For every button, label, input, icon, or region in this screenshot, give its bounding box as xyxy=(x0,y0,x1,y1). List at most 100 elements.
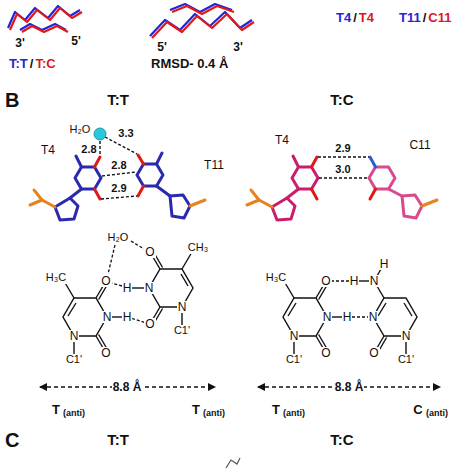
residue-key: T4 xyxy=(335,11,352,25)
separator: / xyxy=(422,11,428,25)
stick-model xyxy=(370,189,376,199)
distance-value: 3.3 xyxy=(117,128,134,140)
stick-model xyxy=(157,186,171,196)
residue-key: T11 xyxy=(398,11,422,25)
atom-label: O xyxy=(144,318,155,331)
partial-structure xyxy=(226,458,240,468)
distance-label: 8.8 Å xyxy=(334,381,365,394)
atom-label: N xyxy=(401,330,412,343)
hydrogen-bond xyxy=(131,241,144,249)
atom-label: H₃C xyxy=(265,272,287,284)
conformation-label: (anti) xyxy=(202,409,226,418)
atom-label: O xyxy=(320,275,331,288)
chemical-structure xyxy=(181,274,188,286)
atom-label: N xyxy=(144,282,155,295)
panel-letter: B xyxy=(4,90,20,111)
strand-end: 3' xyxy=(14,37,26,50)
atom-label: H₃C xyxy=(45,272,67,284)
hydrogen-bond xyxy=(331,280,349,281)
hydrogen-bond xyxy=(102,172,136,176)
stick-model xyxy=(287,189,299,198)
stick-model xyxy=(42,200,55,207)
atom-label: H xyxy=(122,282,133,295)
strand-end: 5' xyxy=(70,35,82,48)
panel-heading: T:T xyxy=(106,92,130,108)
atom-label: O xyxy=(100,347,111,360)
overlay-structure xyxy=(8,4,254,38)
stick-model xyxy=(190,200,205,206)
chemical-structure xyxy=(288,303,296,316)
stick-model xyxy=(247,200,259,205)
stick-model xyxy=(292,167,318,189)
overlay-structure xyxy=(22,26,68,32)
chemical-structure xyxy=(404,303,412,316)
atom-label: H xyxy=(349,275,360,288)
distance-arrow xyxy=(40,386,440,387)
stick-model xyxy=(259,200,272,207)
atom-label: C1' xyxy=(65,354,83,366)
stick-model xyxy=(95,189,101,199)
chemical-structure xyxy=(63,251,417,357)
hydrogen-bond xyxy=(352,316,368,317)
stick-model xyxy=(138,155,144,164)
base-label: T xyxy=(51,403,61,417)
conformation-label: (anti) xyxy=(282,409,306,418)
distance-value: 2.8 xyxy=(110,160,127,172)
overlay-structure xyxy=(172,6,234,14)
atom-label: O xyxy=(320,347,331,360)
separator: / xyxy=(29,57,35,71)
atom-label: N xyxy=(102,311,113,324)
strand-end: 3' xyxy=(232,41,244,54)
stick-model xyxy=(272,198,295,220)
atom-label: C1' xyxy=(173,325,191,337)
stick-model xyxy=(251,190,259,200)
stick-model xyxy=(76,156,82,167)
stick-model xyxy=(402,195,422,218)
stick-model xyxy=(30,200,42,205)
overlay-key: T:C xyxy=(34,57,56,71)
overlay-key: T:T xyxy=(8,57,29,71)
strand-end: 5' xyxy=(156,41,168,54)
atom-label: O xyxy=(368,347,379,360)
separator: / xyxy=(352,11,358,25)
residue-key: C11 xyxy=(427,11,452,25)
stick-model xyxy=(369,167,395,189)
chemical-structure xyxy=(378,303,386,316)
stick-model xyxy=(55,198,78,220)
hydrogen-bond xyxy=(101,196,137,199)
panel-heading: T:T xyxy=(106,432,130,448)
hydrogen-bond xyxy=(132,319,145,323)
stick-model xyxy=(30,153,205,220)
conformation-label: (anti) xyxy=(62,409,86,418)
stick-model xyxy=(157,153,163,164)
residue-label: T4 xyxy=(40,144,56,157)
hydrogen-bond xyxy=(108,241,368,323)
atom-label: N xyxy=(177,301,188,314)
panel-heading: T:C xyxy=(329,432,354,448)
stick-model xyxy=(75,167,101,189)
distance-value: 2.8 xyxy=(80,144,97,156)
water-sphere xyxy=(94,128,106,140)
hydrogen-bond xyxy=(318,157,369,178)
rmsd-value: RMSD- 0.4 Å xyxy=(150,57,229,71)
water-label: H₂O xyxy=(69,124,92,136)
stick-model xyxy=(293,156,299,167)
atom-label: N xyxy=(289,330,300,343)
conformation-label: (anti) xyxy=(425,409,449,418)
distance-value: 3.0 xyxy=(334,164,351,176)
stick-model xyxy=(34,190,42,200)
residue-label: T11 xyxy=(203,159,225,172)
chemical-structure xyxy=(68,303,76,316)
residue-key: T4 xyxy=(358,11,375,25)
hydrogen-bond xyxy=(99,141,100,156)
atom-label: O xyxy=(144,246,155,259)
stick-model xyxy=(370,157,376,167)
residue-label: T4 xyxy=(274,134,290,147)
stick-model xyxy=(95,157,101,167)
stick-model xyxy=(312,157,318,167)
atom-label: N xyxy=(322,311,333,324)
overlay-structure xyxy=(10,8,82,30)
atom-label: H xyxy=(342,311,353,324)
atom-label: H xyxy=(379,258,390,271)
